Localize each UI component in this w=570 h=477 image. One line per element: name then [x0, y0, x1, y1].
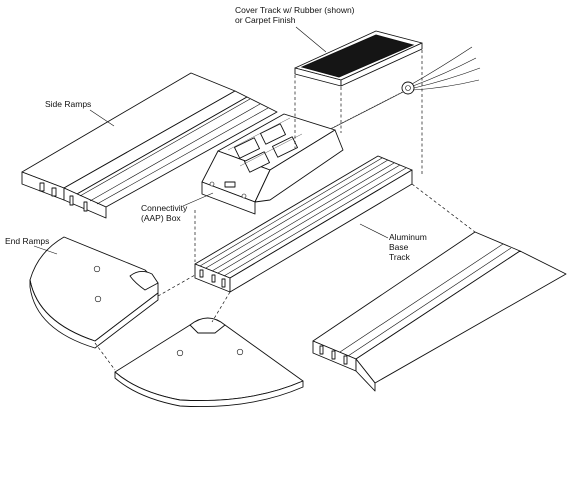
connectivity-box-label: Connectivity (AAP) Box [141, 203, 187, 223]
alignment-lines [94, 50, 476, 371]
cover-track [294, 30, 423, 87]
aluminum-label-line1: Aluminum [389, 232, 427, 242]
aluminum-base-track [194, 155, 413, 293]
connectivity-box [201, 113, 344, 215]
power-cable [314, 46, 481, 138]
connectivity-label-line1: Connectivity [141, 203, 188, 213]
side-ramps-label: Side Ramps [45, 99, 92, 109]
aluminum-base-track-label: Aluminum Base Track [389, 232, 427, 262]
end-ramps-label: End Ramps [5, 236, 50, 246]
end-ramp-bottom [114, 317, 304, 408]
leader-lines [33, 26, 389, 255]
aluminum-label-line3: Track [389, 252, 410, 262]
end-ramp-left [29, 236, 159, 349]
cover-track-label-line1: Cover Track w/ Rubber (shown) [235, 5, 355, 15]
cover-track-label-line2: or Carpet Finish [235, 15, 296, 25]
side-ramp-left [21, 72, 278, 219]
aluminum-label-line2: Base [389, 242, 409, 252]
side-ramp-right [312, 231, 567, 392]
cover-track-label: Cover Track w/ Rubber (shown) or Carpet … [235, 5, 355, 25]
connectivity-label-line2: (AAP) Box [141, 213, 181, 223]
